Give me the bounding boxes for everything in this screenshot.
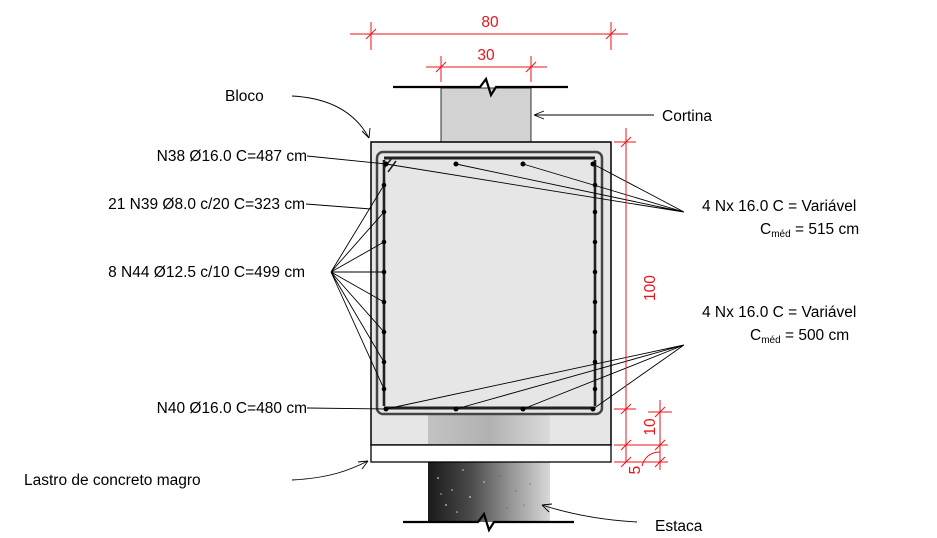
right-bar-dots	[592, 182, 598, 392]
dim-block-height: 100	[642, 275, 659, 301]
label-lastro: Lastro de concreto magro	[24, 472, 201, 489]
top-break-line	[393, 76, 568, 98]
label-bloco: Bloco	[225, 88, 264, 105]
label-n38: N38 Ø16.0 C=487 cm	[157, 148, 307, 165]
label-estaca: Estaca	[655, 518, 703, 535]
bottom-break-line	[403, 511, 574, 533]
label-top-bars: 4 Nx 16.0 C = Variável	[702, 198, 856, 215]
dimension-lines	[350, 22, 672, 470]
label-n39: 21 N39 Ø8.0 c/20 C=323 cm	[108, 196, 305, 213]
stirrup-n44	[375, 150, 604, 416]
dim-lean-thickness: 5	[627, 466, 644, 475]
dim-block-width: 80	[481, 14, 499, 31]
label-bottom-cmed: Cméd = 500 cm	[750, 327, 849, 346]
label-top-cmed: Cméd = 515 cm	[760, 221, 859, 240]
concrete-block	[370, 141, 612, 463]
pile-texture	[437, 469, 485, 513]
column-cortina	[393, 76, 568, 144]
dim-bottom-cover: 10	[642, 418, 659, 436]
lean-concrete-layer	[370, 444, 612, 463]
label-n40: N40 Ø16.0 C=480 cm	[157, 400, 307, 417]
rebar-cage	[375, 150, 604, 416]
dim-column-width: 30	[477, 47, 495, 64]
label-bottom-bars: 4 Nx 16.0 C = Variável	[702, 304, 856, 321]
label-n44: 8 N44 Ø12.5 c/10 C=499 cm	[108, 264, 305, 281]
label-cortina: Cortina	[662, 108, 712, 125]
leader-lines	[291, 95, 685, 523]
